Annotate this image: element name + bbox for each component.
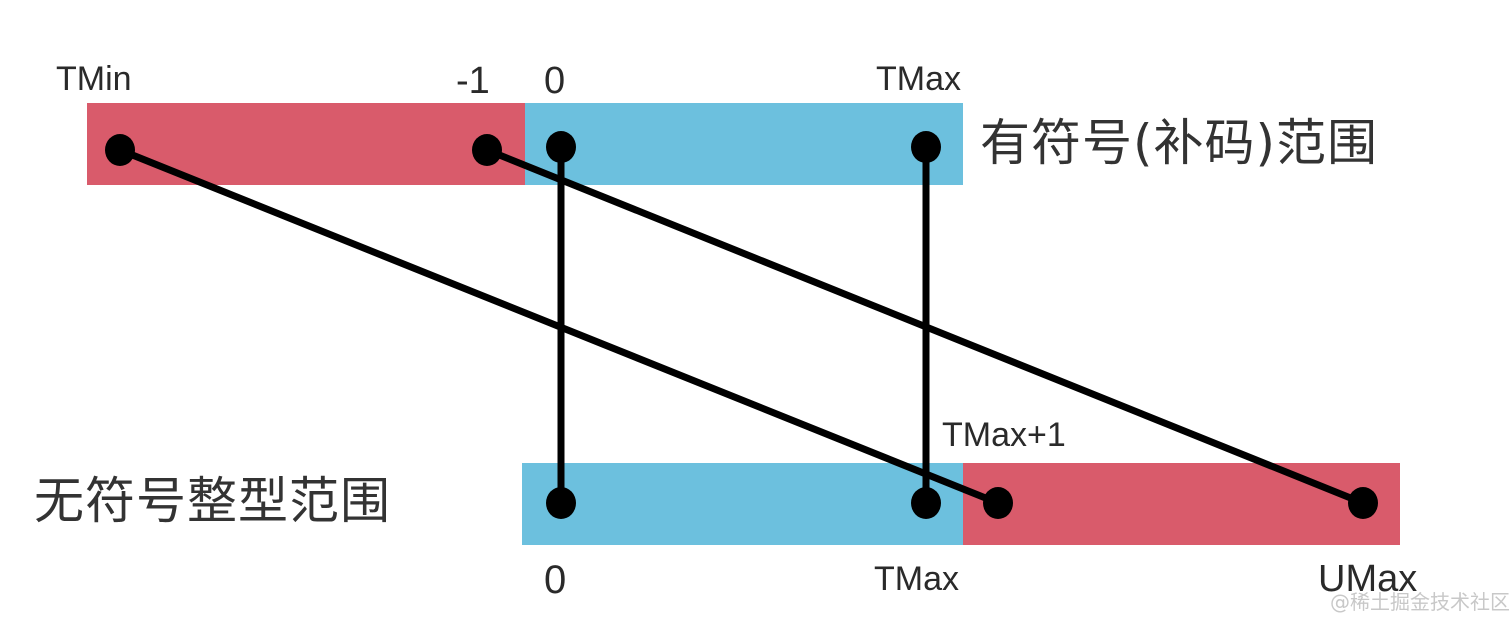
tick-unsigned-tmax: TMax: [874, 560, 959, 598]
signed-negative-segment: [87, 103, 525, 185]
tick-signed-zero: 0: [544, 60, 566, 102]
unsigned-lower-segment: [522, 463, 963, 545]
point-tmin: [105, 134, 135, 166]
tick-tmax-plus-1: TMax+1: [942, 416, 1066, 454]
tick-unsigned-zero: 0: [544, 558, 567, 602]
signed-range-title: 有符号(补码)范围: [980, 114, 1379, 172]
tick-neg-one: -1: [456, 60, 490, 102]
unsigned-upper-segment: [963, 463, 1400, 545]
unsigned-range-title: 无符号整型范围: [34, 472, 391, 530]
tick-tmin: TMin: [56, 60, 132, 98]
point-unsigned-zero: [546, 487, 576, 519]
signed-nonnegative-segment: [525, 103, 963, 185]
point-tmax-plus-1: [983, 487, 1013, 519]
point-signed-tmax: [911, 131, 941, 163]
point-neg-one: [472, 134, 502, 166]
point-umax: [1348, 487, 1378, 519]
tick-signed-tmax: TMax: [876, 60, 961, 98]
tick-umax: UMax: [1318, 558, 1418, 600]
point-signed-zero: [546, 131, 576, 163]
watermark: @稀土掘金技术社区: [1330, 590, 1510, 614]
point-unsigned-tmax: [911, 487, 941, 519]
